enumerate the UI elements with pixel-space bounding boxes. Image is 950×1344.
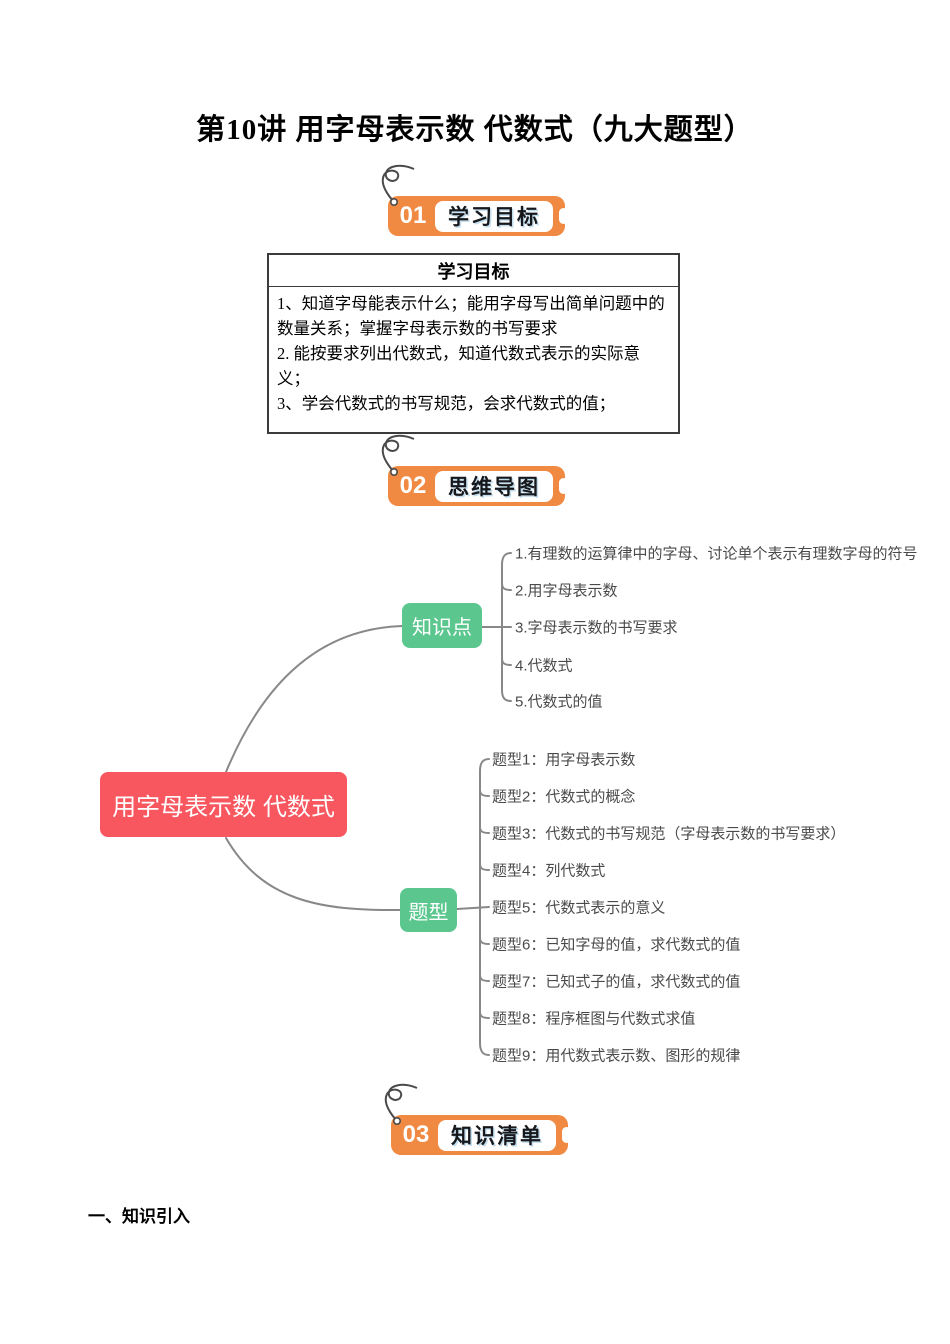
question-type-item: 题型2：代数式的概念	[492, 788, 636, 806]
mindmap-branch-types: 题型	[400, 888, 457, 932]
question-type-item: 题型4：列代数式	[492, 862, 606, 880]
section-label: 学习目标	[435, 200, 553, 232]
question-type-item: 题型3：代数式的书写规范（字母表示数的书写要求）	[492, 825, 846, 843]
footer-section-heading: 一、知识引入	[88, 1207, 190, 1226]
badge-notch	[559, 478, 568, 494]
badge-notch	[562, 1127, 571, 1143]
knowledge-item: 1.有理数的运算律中的字母、讨论单个表示有理数字母的符号	[515, 545, 918, 563]
question-type-item: 题型5：代数式表示的意义	[492, 899, 666, 917]
section-badge-03: 03 知识清单	[384, 1083, 571, 1155]
knowledge-item: 3.字母表示数的书写要求	[515, 619, 678, 637]
mindmap-branch-knowledge: 知识点	[402, 603, 482, 648]
knowledge-item: 5.代数式的值	[515, 693, 603, 711]
page-title: 第10讲 用字母表示数 代数式（九大题型）	[196, 114, 754, 146]
objectives-table-header: 学习目标	[269, 255, 678, 287]
question-type-item: 题型1：用字母表示数	[492, 751, 636, 769]
question-type-item: 题型8：程序框图与代数式求值	[492, 1010, 696, 1028]
section-number: 03	[402, 1121, 430, 1148]
objective-item: 1、知道字母能表示什么；能用字母写出简单问题中的数量关系；掌握字母表示数的书写要…	[277, 294, 665, 338]
knowledge-item: 4.代数式	[515, 657, 573, 675]
section-badge-01: 01 学习目标	[381, 164, 568, 236]
badge-notch	[559, 208, 568, 224]
question-type-item: 题型6：已知字母的值，求代数式的值	[492, 936, 741, 954]
section-label: 知识清单	[438, 1119, 556, 1151]
section-number: 02	[399, 472, 427, 499]
objectives-table-body: 1、知道字母能表示什么；能用字母写出简单问题中的数量关系；掌握字母表示数的书写要…	[269, 287, 678, 432]
question-type-item: 题型7：已知式子的值，求代数式的值	[492, 973, 741, 991]
section-label: 思维导图	[435, 470, 553, 502]
section-number: 01	[399, 202, 427, 229]
objectives-table: 学习目标 1、知道字母能表示什么；能用字母写出简单问题中的数量关系；掌握字母表示…	[267, 253, 680, 434]
question-type-item: 题型9：用代数式表示数、图形的规律	[492, 1047, 741, 1065]
pin-squiggle-icon	[381, 434, 415, 476]
pin-squiggle-icon	[381, 164, 415, 206]
pin-squiggle-icon	[384, 1083, 418, 1125]
mindmap-root-node: 用字母表示数 代数式	[100, 772, 347, 837]
objective-item: 3、学会代数式的书写规范，会求代数式的值；	[277, 394, 616, 413]
objective-item: 2. 能按要求列出代数式，知道代数式表示的实际意义；	[277, 344, 640, 388]
knowledge-item: 2.用字母表示数	[515, 582, 618, 600]
section-badge-02: 02 思维导图	[381, 434, 568, 506]
